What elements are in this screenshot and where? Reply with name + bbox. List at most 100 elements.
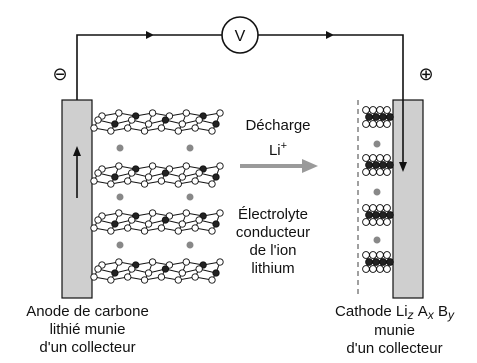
carbon-atom [182, 209, 190, 217]
cathode-layer [362, 204, 394, 226]
cathode-layer [362, 106, 394, 128]
anode-current-arrow [73, 146, 81, 156]
electrolyte-line-3: de l'ion [249, 242, 297, 259]
carbon-atom [115, 162, 123, 170]
carbon-atom [208, 227, 216, 235]
carbon-atom [128, 169, 136, 177]
carbon-atom [178, 220, 186, 228]
graphite-layer [90, 258, 224, 284]
carbon-atom [94, 216, 102, 224]
carbon-atom [140, 180, 149, 188]
carbon-atom [182, 258, 190, 266]
anode-caption-line-1: Anode de carbone [26, 303, 149, 320]
carbon-atom [107, 276, 115, 284]
lithium-ion-dot [116, 241, 124, 249]
lithium-ion-dot [186, 193, 194, 201]
carbon-atom [111, 173, 119, 181]
carbon-atom [161, 116, 170, 124]
carbon-atom [140, 127, 149, 135]
carbon-atom [107, 227, 115, 235]
graphite-layer [90, 162, 224, 188]
carbon-atom [212, 220, 220, 228]
electrolyte-line-4: lithium [251, 260, 295, 277]
discharge-label: Décharge [245, 117, 311, 134]
current-arrow-top-right [326, 31, 334, 39]
carbon-atom [216, 109, 224, 117]
cathode-layer [362, 251, 394, 273]
carbon-atom [212, 269, 220, 277]
lithium-ion-dot [373, 140, 381, 148]
lithium-ion-dot [373, 236, 381, 244]
carbon-atom [191, 124, 199, 132]
cathode-structure [362, 106, 394, 273]
carbon-atom [191, 273, 199, 281]
carbon-atom [90, 177, 98, 185]
anode-collector [61, 99, 93, 299]
carbon-atom [216, 209, 224, 217]
carbon-atom [174, 180, 182, 188]
carbon-atom [94, 169, 102, 177]
carbon-atom [161, 265, 170, 273]
carbon-atom [124, 177, 132, 185]
carbon-atom [216, 258, 224, 266]
carbon-atom [212, 120, 220, 128]
carbon-atom [174, 227, 182, 235]
cathode-caption-line-1: Cathode Liz Ax By [335, 303, 454, 322]
carbon-atom [174, 276, 182, 284]
carbon-atom [208, 180, 216, 188]
carbon-atom [157, 124, 166, 132]
carbon-atom [182, 162, 190, 170]
carbon-atom [157, 273, 166, 281]
carbon-atom [161, 169, 170, 177]
cathode-current-arrow [399, 162, 407, 172]
anode-graphite-layers [90, 109, 224, 284]
voltmeter: V [221, 16, 259, 54]
lithium-ion-dot [116, 144, 124, 152]
carbon-atom [144, 220, 153, 228]
carbon-atom [115, 109, 123, 117]
carbon-atom [182, 109, 190, 117]
carbon-atom [148, 258, 157, 266]
carbon-atom [157, 224, 166, 232]
carbon-atom [124, 273, 132, 281]
carbon-atom [115, 258, 123, 266]
negative-terminal-icon: ⊖ [52, 64, 67, 85]
carbon-atom [148, 109, 157, 117]
carbon-atom [157, 177, 166, 185]
carbon-atom [124, 224, 132, 232]
lithium-ion-dot [186, 144, 194, 152]
cathode-collector [392, 99, 424, 299]
carbon-atom [128, 116, 136, 124]
cathode-caption-line-3: d'un collecteur [346, 340, 443, 357]
carbon-atom [161, 216, 170, 224]
voltmeter-symbol: V [235, 28, 246, 45]
carbon-atom [178, 120, 186, 128]
carbon-atom [216, 162, 224, 170]
carbon-atom [195, 216, 203, 224]
current-arrow-top-left [146, 31, 154, 39]
lithium-ion-dot [116, 193, 124, 201]
lithium-ion-dot [186, 241, 194, 249]
discharge-arrow-head [302, 159, 318, 173]
carbon-atom [115, 209, 123, 217]
anode-caption-line-3: d'un collecteur [39, 339, 136, 356]
carbon-atom [140, 227, 149, 235]
carbon-atom [107, 180, 115, 188]
carbon-atom [191, 177, 199, 185]
graphite-layer [90, 109, 224, 135]
carbon-atom [208, 127, 216, 135]
carbon-atom [212, 173, 220, 181]
carbon-atom [124, 124, 132, 132]
carbon-atom [90, 124, 98, 132]
carbon-atom [140, 276, 149, 284]
anode-caption-line-2: lithié munie [49, 321, 126, 338]
electrolyte-line-1: Électrolyte [237, 206, 309, 223]
carbon-atom [191, 224, 199, 232]
carbon-atom [111, 269, 119, 277]
carbon-atom [195, 169, 203, 177]
carbon-atom [195, 116, 203, 124]
carbon-atom [144, 173, 153, 181]
carbon-atom [174, 127, 182, 135]
carbon-atom [90, 273, 98, 281]
carbon-atom [178, 269, 186, 277]
